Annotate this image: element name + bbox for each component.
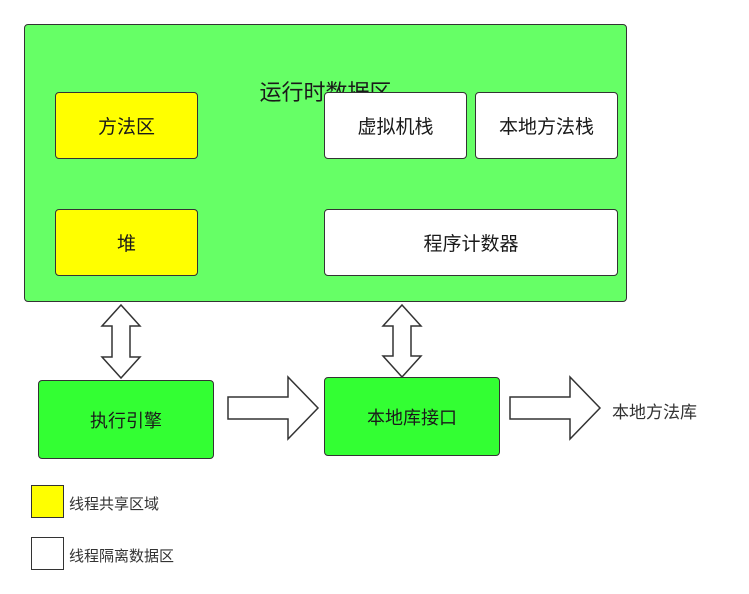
program-counter-box[interactable]: 程序计数器 [324, 209, 618, 276]
method-area-box[interactable]: 方法区 [55, 92, 198, 159]
legend-isolated-label: 线程隔离数据区 [69, 547, 175, 565]
native-method-stack-box[interactable]: 本地方法栈 [475, 92, 618, 159]
arrow-interface-to-library [509, 375, 602, 441]
legend-isolated-swatch [31, 537, 64, 570]
execution-engine-box[interactable]: 执行引擎 [38, 380, 214, 459]
legend-shared-label: 线程共享区域 [69, 495, 160, 513]
double-arrow-left [100, 303, 142, 380]
double-arrow-right [381, 303, 423, 379]
legend-shared-swatch [31, 485, 64, 518]
heap-box[interactable]: 堆 [55, 209, 198, 276]
native-interface-box[interactable]: 本地库接口 [324, 377, 500, 456]
vm-stack-box[interactable]: 虚拟机栈 [324, 92, 467, 159]
native-library-label: 本地方法库 [612, 403, 697, 423]
arrow-engine-to-interface [227, 375, 320, 441]
